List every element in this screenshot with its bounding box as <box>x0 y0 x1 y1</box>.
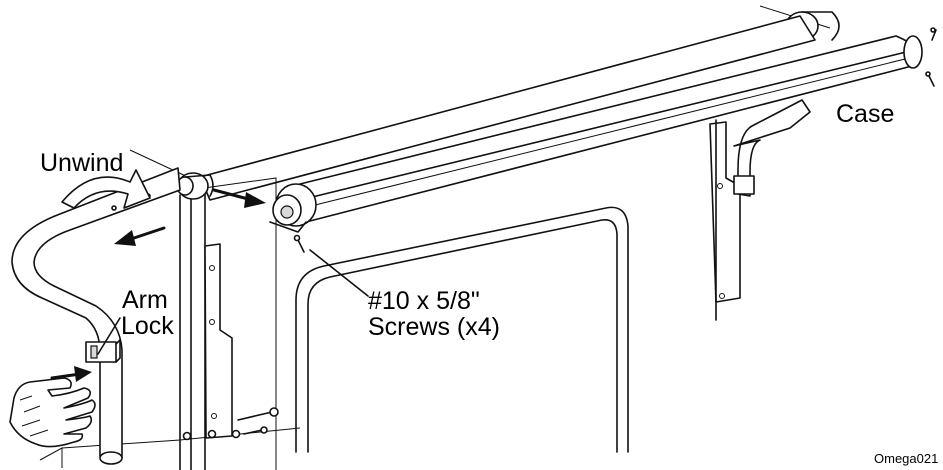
screw-icon <box>293 27 937 253</box>
unwind-label: Unwind <box>40 149 124 177</box>
left-wall-bracket <box>182 243 241 441</box>
right-wall-bracket <box>709 99 811 303</box>
awning-case <box>269 35 923 233</box>
arm-lock-label-line2: Lock <box>121 312 174 340</box>
cable-line <box>129 149 191 179</box>
arm-lock-leader-line <box>97 317 121 355</box>
pull-arrow-icon <box>114 226 166 246</box>
direction-arrow-icon <box>212 188 266 208</box>
awning-arm <box>11 167 181 465</box>
wall-edge <box>189 177 277 470</box>
arm-lock-label-line1: Arm <box>122 286 168 314</box>
door-frame <box>295 206 629 453</box>
unwind-arrow-icon <box>61 169 151 209</box>
screws-label-line1: #10 x 5/8" <box>368 287 480 315</box>
case-label: Case <box>836 100 895 128</box>
ground-line <box>39 447 63 468</box>
press-arrow-icon <box>50 366 92 382</box>
bolt-icon <box>237 407 279 435</box>
screws-label-line2: Screws (x4) <box>368 313 500 341</box>
hand-icon <box>9 377 96 448</box>
figure-id: Omega021 <box>874 451 939 466</box>
screws-leader-line <box>309 249 369 297</box>
